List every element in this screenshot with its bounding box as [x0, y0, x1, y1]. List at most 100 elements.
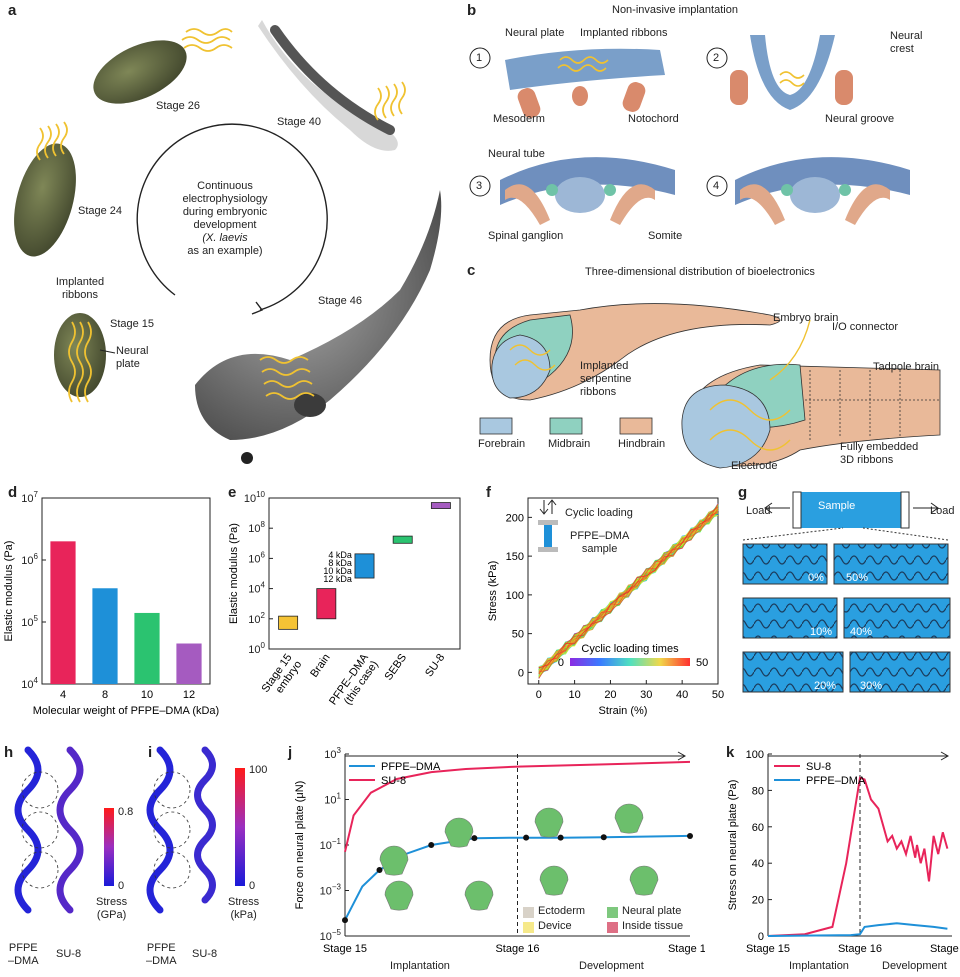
- f-colorbar: [570, 658, 690, 666]
- h-name-pfpe-2: –DMA: [8, 955, 39, 967]
- f-ytick-label-4: 200: [506, 512, 524, 524]
- h-cbar-max: 0.8: [118, 806, 134, 818]
- f-inset-sample: PFPE–DMA sample: [570, 530, 629, 556]
- e-ytick-label-2: 104: [248, 581, 265, 596]
- i-cbar-label-2: (kPa): [230, 909, 257, 921]
- panel-c-illustration: [479, 303, 941, 469]
- label-embedded-2: 3D ribbons: [840, 454, 894, 466]
- d-ylabel: Elastic modulus (Pa): [3, 541, 15, 642]
- panel-j-letter: j: [288, 744, 293, 761]
- k-series-pfpe: [767, 922, 948, 937]
- i-cbar-min: 0: [249, 880, 256, 892]
- f-xtick-label-1: 10: [568, 689, 580, 701]
- f-colorbar-max: 50: [696, 657, 708, 669]
- j-ytick-label-3: 10−3: [320, 883, 342, 898]
- e-ytick-label-4: 108: [248, 520, 265, 535]
- j-legend-swatch-3: [607, 922, 618, 933]
- g-sample: Sample: [818, 500, 856, 512]
- j-embryo-icon-0: [379, 845, 409, 876]
- h-cbar-label: Stress (GPa): [96, 896, 127, 922]
- j-embryo-icon-4: [384, 880, 414, 911]
- d-bar-12: [176, 643, 202, 684]
- f-inset-sample-1: PFPE–DMA: [570, 530, 630, 542]
- f-frame: [527, 497, 719, 685]
- h-cbar-label-2: (GPa): [96, 909, 127, 921]
- i-cbar-label-1: Stress: [228, 896, 260, 908]
- f-colorbar-min: 0: [558, 657, 564, 669]
- panel-h-letter: h: [4, 744, 14, 761]
- f-inset-sample-bar: [544, 525, 552, 547]
- e-range-4: [430, 502, 451, 509]
- e-range-0: [278, 615, 299, 630]
- k-ytick-label-1: 20: [752, 895, 764, 907]
- panel-c-letter: c: [467, 262, 476, 279]
- j-legend-ectoderm: Ectoderm: [538, 905, 586, 917]
- j-legend-swatch-2: [607, 907, 618, 918]
- h-colorbar: [104, 808, 114, 886]
- label-somite: Somite: [648, 230, 683, 242]
- j-legend-label-0: PFPE–DMA: [381, 761, 441, 773]
- label-stage-15: Stage 15: [110, 318, 155, 330]
- d-frame: [41, 497, 211, 685]
- j-marker-5: [557, 834, 564, 841]
- f-cycle-line-45: [538, 509, 719, 673]
- h-cbar-label-1: Stress: [96, 896, 128, 908]
- j-phase-implantation: Implantation: [390, 960, 450, 972]
- k-ytick-label-3: 60: [752, 822, 764, 834]
- label-implanted: Implanted: [55, 276, 105, 288]
- h-cbar-min: 0: [118, 880, 125, 892]
- k-series-su8: [767, 776, 949, 937]
- strain-tiles: [742, 543, 951, 693]
- cycle-text-5: (X. laevis: [202, 232, 248, 244]
- label-neural: Neural: [116, 345, 149, 357]
- e-range-label-3: 12 kDa: [323, 574, 352, 584]
- d-xtick-label-1: 8: [102, 689, 108, 701]
- e-range-label-0: 4 kDa: [328, 550, 352, 560]
- d-bar-4: [50, 541, 76, 684]
- legend-midbrain-swatch: [549, 417, 583, 435]
- label-ribbons: ribbons: [61, 289, 99, 301]
- j-xtick-label-2: Stage 18: [668, 943, 705, 955]
- f-inset-cyclic: Cyclic loading: [565, 507, 633, 519]
- k-ytick-label-4: 80: [752, 785, 764, 797]
- cycle-text-6: as an example): [187, 245, 263, 257]
- j-marker-2: [428, 842, 435, 848]
- g-strain-20: 20%: [814, 680, 837, 692]
- k-xtick-label-2: Stage 18: [930, 943, 960, 955]
- label-neural-crest: Neural crest: [890, 30, 922, 56]
- k-ytick-label-2: 40: [752, 858, 764, 870]
- f-inset-sample-2: sample: [581, 543, 618, 555]
- e-xtick-label-0: Stage 15embryo: [259, 652, 304, 702]
- f-ytick-label-1: 50: [512, 629, 524, 641]
- e-range-2: [354, 553, 375, 579]
- stage-15-embryo: [54, 313, 106, 397]
- h-name-su8: SU-8: [56, 948, 82, 960]
- k-phase-development: Development: [882, 960, 947, 972]
- label-mesoderm: Mesoderm: [493, 113, 545, 125]
- label-implanted-3: ribbons: [580, 386, 617, 398]
- j-embryo-icon-1: [444, 817, 474, 848]
- e-xtick-label-4: SU-8: [423, 652, 447, 679]
- e-xtick-label-1: Brain: [308, 652, 333, 680]
- stage-46-tadpole: [195, 190, 442, 440]
- label-fully-embedded: Fully embedded 3D ribbons: [840, 441, 918, 467]
- i-name-pfpe-1: PFPE: [146, 942, 176, 954]
- label-stage-26: Stage 26: [156, 100, 201, 112]
- cycle-text-2: electrophysiology: [182, 193, 268, 205]
- label-neural-plate-b: Neural plate: [505, 27, 565, 39]
- step-2-number: 2: [713, 52, 720, 64]
- j-legend-inside-tissue: Inside tissue: [622, 920, 684, 932]
- d-xtick-label-2: 10: [141, 689, 153, 701]
- f-xtick-label-4: 40: [676, 689, 688, 701]
- j-marker-0: [342, 917, 348, 924]
- cycle-text-1: Continuous: [197, 180, 253, 192]
- label-neural-tube: Neural tube: [488, 148, 545, 160]
- legend-hindbrain-swatch: [619, 417, 653, 435]
- i-colorbar: [235, 768, 245, 886]
- j-ylabel: Force on neural plate (μN): [294, 781, 306, 910]
- j-ytick-label-0: 103: [324, 746, 341, 761]
- e-xtick-label-3: SEBS: [382, 652, 409, 683]
- j-legend-swatch-1: [523, 922, 534, 933]
